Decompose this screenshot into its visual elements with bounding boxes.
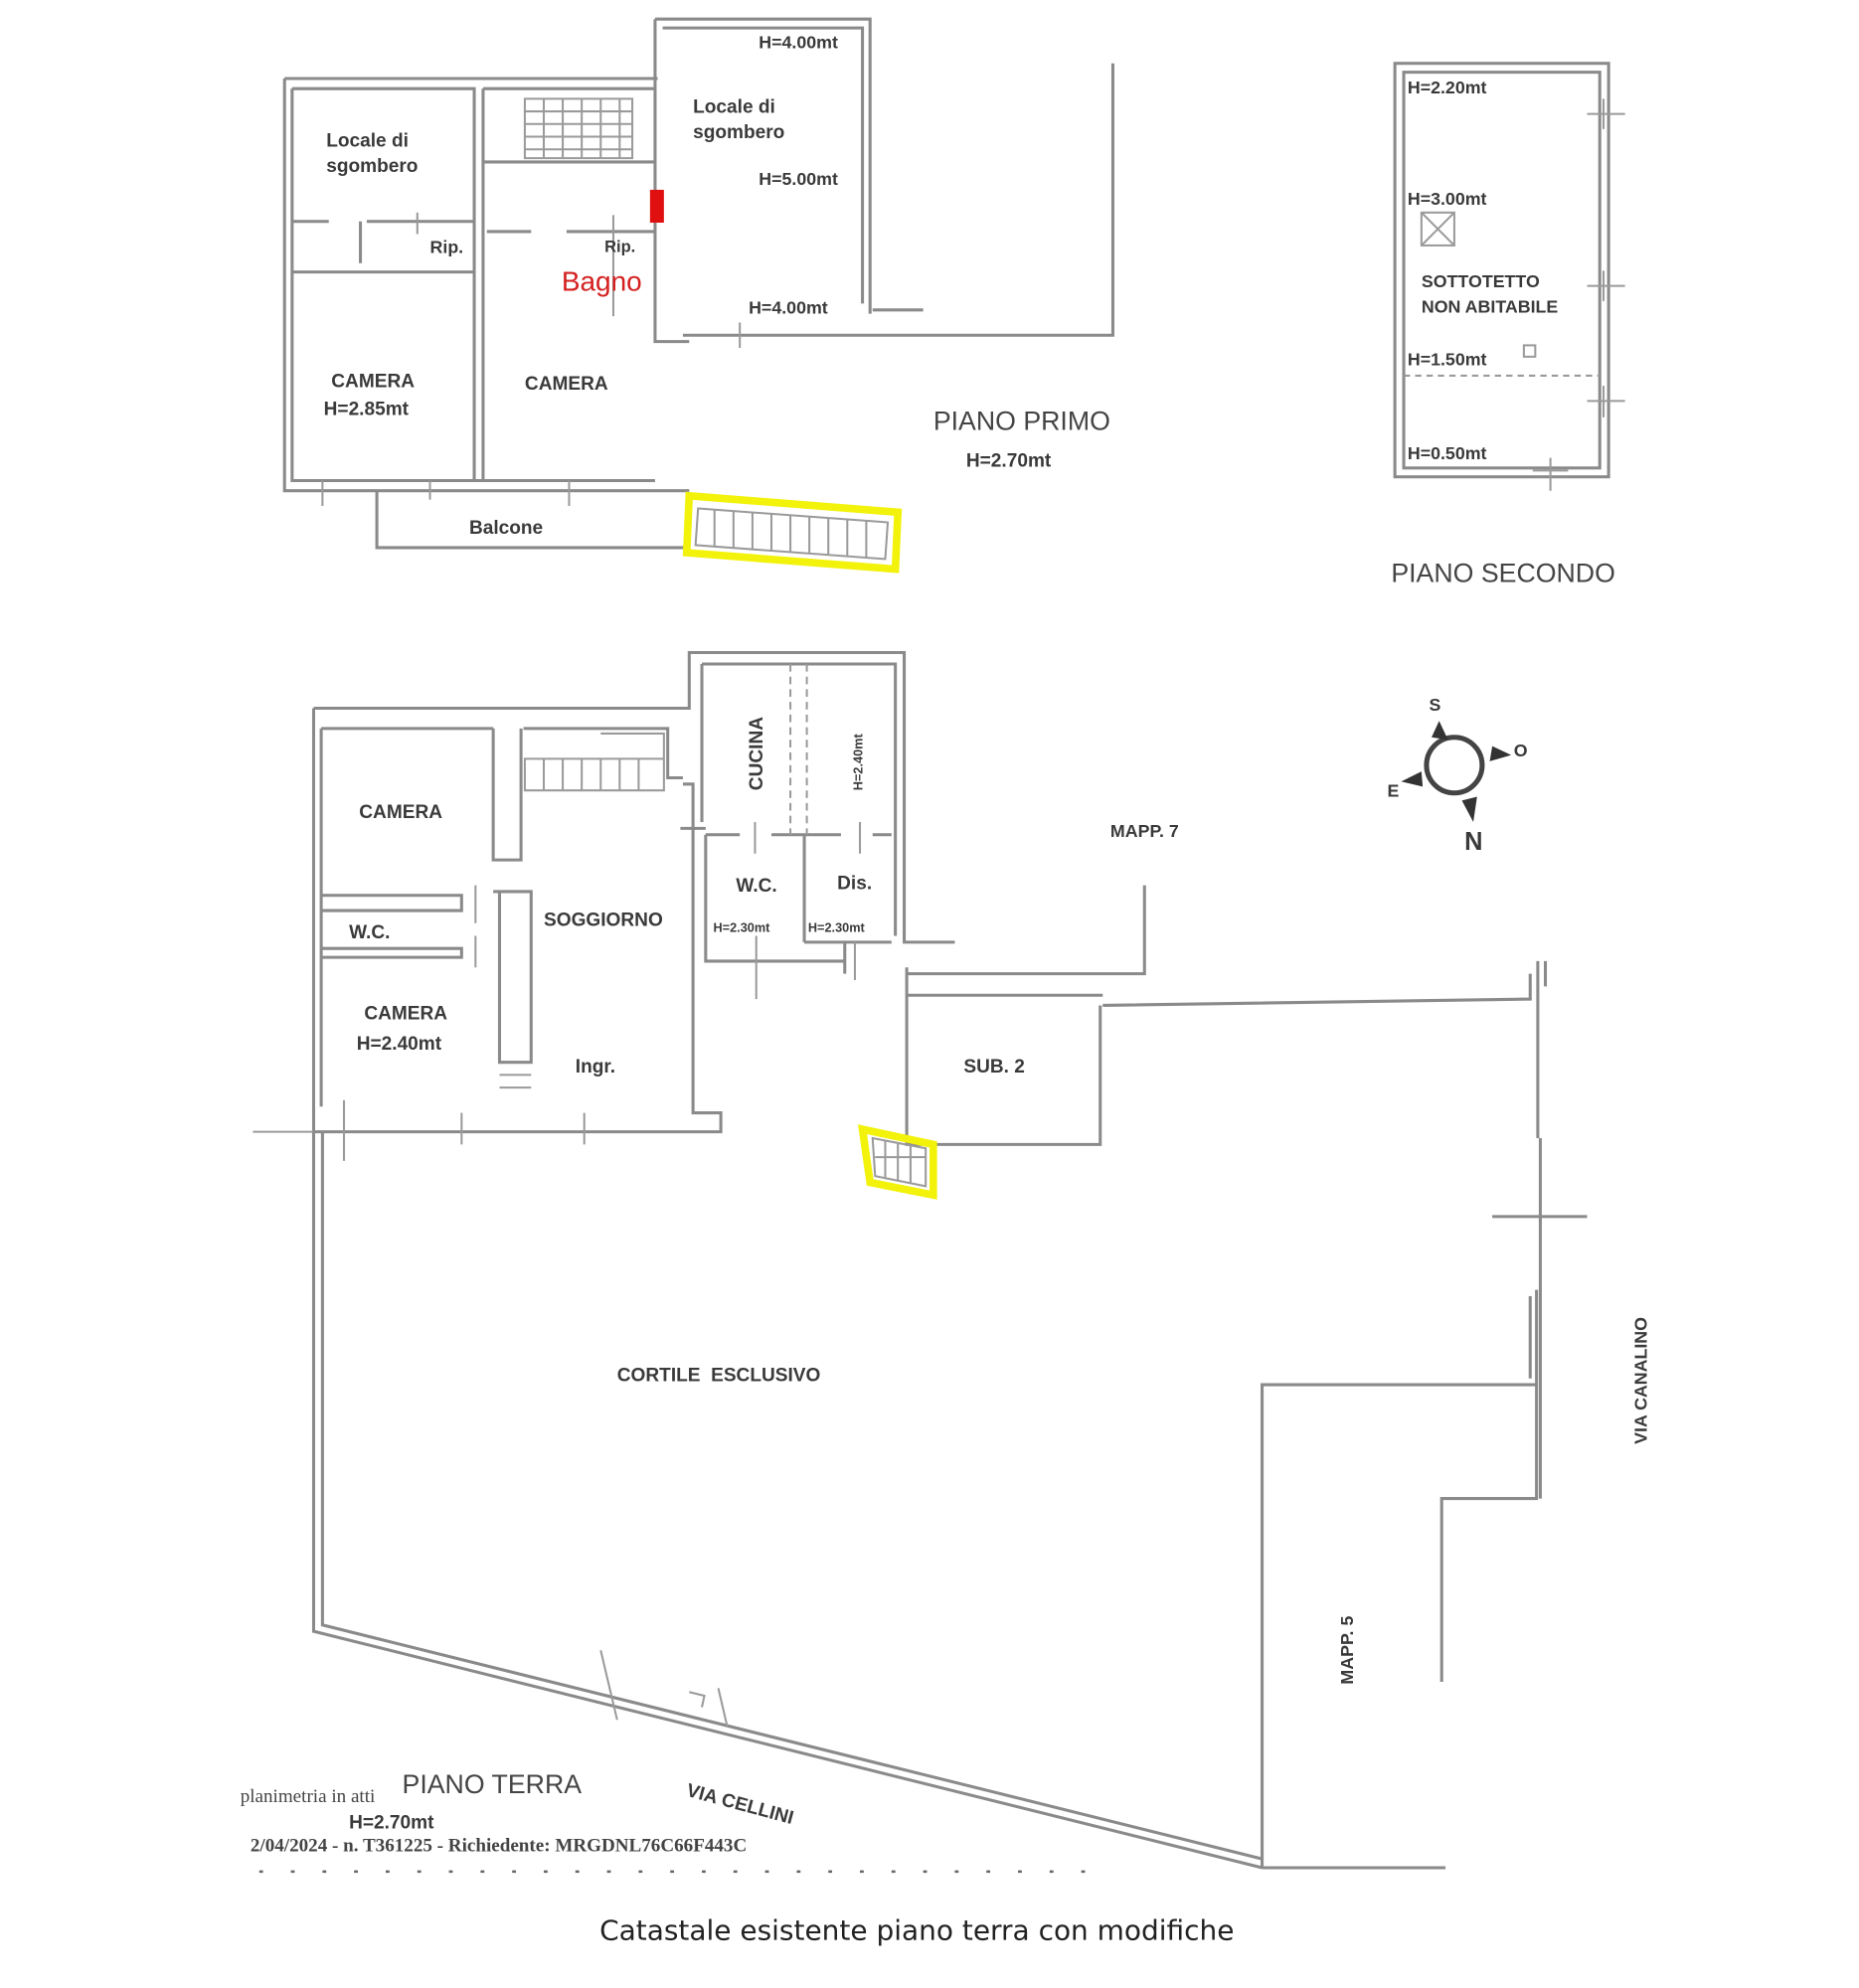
height-label: H=2.85mt (324, 399, 410, 419)
room-label: Locale di (326, 131, 409, 152)
height-label: H=0.50mt (1408, 443, 1487, 463)
room-label: Ingr. (576, 1057, 615, 1077)
compass-n: N (1464, 828, 1482, 856)
room-label: Dis. (837, 873, 872, 894)
height-label: H=2.70mt (349, 1813, 434, 1834)
room-label: CUCINA (747, 717, 767, 790)
highlighted-staircase (858, 1124, 937, 1200)
room-label: SOTTOTETTO (1422, 271, 1540, 291)
highlighted-staircase (682, 491, 903, 574)
stamp-line-1: planimetria in atti (241, 1786, 376, 1807)
second-floor-title: PIANO SECONDO (1391, 558, 1615, 587)
red-marker (649, 189, 664, 224)
room-label: CAMERA (331, 371, 415, 392)
bathroom-label: Bagno (562, 266, 642, 297)
room-label: CORTILE ESCLUSIVO (617, 1365, 821, 1386)
room-label: SUB. 2 (963, 1057, 1025, 1077)
parcel-label: MAPP. 7 (1110, 821, 1179, 841)
room-label: W.C. (736, 876, 776, 897)
parcel-label: MAPP. 5 (1337, 1616, 1357, 1685)
compass-rose: S O E N (1388, 695, 1528, 856)
ground-floor-title: PIANO TERRA (403, 1769, 583, 1799)
height-label: H=2.70mt (966, 451, 1052, 472)
second-floor-plan: H=2.20mt H=3.00mt SOTTOTETTO NON ABITABI… (1391, 62, 1625, 587)
height-label: H=2.30mt (713, 920, 770, 935)
stamp-line-2: 2/04/2024 - n. T361225 - Richiedente: MR… (251, 1835, 747, 1856)
height-label: H=4.00mt (749, 298, 828, 318)
height-label: H=2.40mt (851, 734, 866, 791)
height-label: H=4.00mt (759, 32, 838, 52)
street-label: VIA CANALINO (1630, 1317, 1650, 1444)
caption: Catastale esistente piano terra con modi… (599, 1914, 1234, 1947)
street-label: VIA CELLINI (684, 1780, 795, 1829)
room-label: CAMERA (525, 374, 608, 395)
height-label: H=2.20mt (1408, 78, 1487, 97)
compass-s: S (1429, 695, 1440, 715)
height-label: H=3.00mt (1408, 189, 1487, 209)
room-label: sgombero (693, 122, 784, 143)
room-label: sgombero (326, 156, 418, 177)
height-label: H=1.50mt (1408, 350, 1487, 370)
compass-e: E (1388, 781, 1400, 801)
ground-floor-plan: CAMERA W.C. CAMERA H=2.40mt SOGGIORNO In… (241, 651, 1650, 1874)
height-label: H=5.00mt (759, 169, 838, 189)
room-label: NON ABITABILE (1422, 296, 1559, 316)
first-floor-plan: Locale di sgombero Locale di sgombero Ri… (282, 17, 1114, 574)
room-label: Rip. (604, 237, 635, 255)
room-label: Balcone (469, 518, 543, 539)
room-label: CAMERA (359, 802, 442, 823)
first-floor-title: PIANO PRIMO (933, 407, 1110, 436)
height-label: H=2.30mt (808, 920, 866, 935)
room-label: SOGGIORNO (544, 910, 663, 930)
room-label: Locale di (693, 96, 775, 117)
compass-o: O (1514, 741, 1528, 760)
room-label: Rip. (430, 238, 464, 257)
room-label: CAMERA (364, 1003, 447, 1024)
height-label: H=2.40mt (357, 1034, 442, 1055)
room-label: W.C. (349, 922, 390, 943)
